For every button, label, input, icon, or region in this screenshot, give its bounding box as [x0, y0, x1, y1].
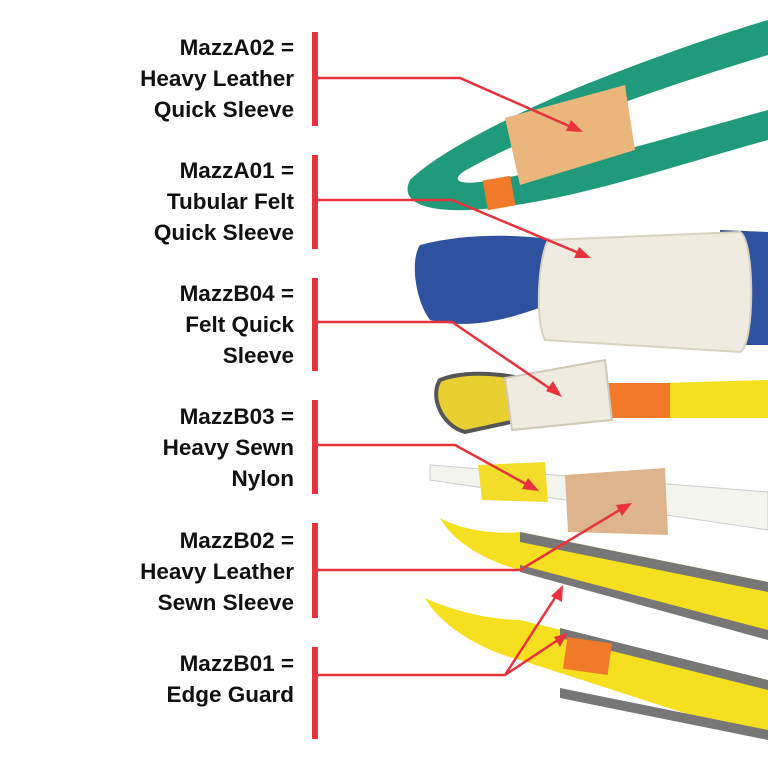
orange-tag — [482, 175, 516, 211]
leader-mazzb04 — [318, 320, 559, 396]
product-name-line1: Heavy Leather — [140, 66, 294, 91]
product-code: MazzA01 = — [179, 158, 294, 183]
product-name-line2: Nylon — [231, 466, 294, 491]
product-name-line1: Tubular Felt — [166, 189, 294, 214]
callout-leaders — [318, 76, 629, 677]
product-name-line1: Heavy Sewn — [162, 435, 294, 460]
callout-mazzb03: MazzB03 = Heavy Sewn Nylon — [163, 401, 294, 494]
yellow-eye-sling — [434, 371, 768, 435]
product-code: MazzB01 = — [179, 651, 294, 676]
product-name-line2: Sleeve — [222, 343, 294, 368]
product-code: MazzB04 = — [179, 281, 294, 306]
product-name-line1: Felt Quick — [185, 312, 294, 337]
callout-bars — [312, 32, 318, 739]
small-yellow-sleeve — [478, 462, 548, 502]
callout-mazzb02: MazzB02 = Heavy Leather Sewn Sleeve — [140, 525, 294, 618]
product-name-line1: Edge Guard — [166, 682, 294, 707]
leader-mazza02 — [318, 76, 579, 132]
product-code: MazzA02 = — [179, 35, 294, 60]
product-name-line2: Sewn Sleeve — [157, 590, 294, 615]
arrowheads — [522, 120, 632, 647]
leader-mazzb01 — [318, 589, 565, 677]
leader-mazza01 — [318, 198, 587, 258]
product-code: MazzB02 = — [179, 528, 294, 553]
callout-mazzb01: MazzB01 = Edge Guard — [166, 648, 294, 710]
product-code: MazzB03 = — [179, 404, 294, 429]
mazza02-leather-sleeve — [505, 85, 635, 185]
callout-mazza02: MazzA02 = Heavy Leather Quick Sleeve — [140, 32, 294, 125]
product-name-line2: Quick Sleeve — [153, 97, 294, 122]
leader-mazzb03 — [318, 443, 536, 491]
mazzb01-edge-guard-tag — [562, 637, 613, 676]
product-name-line2: Quick Sleeve — [153, 220, 294, 245]
mazzb04-felt-sleeve — [537, 230, 753, 354]
leader-mazzb02 — [318, 503, 629, 572]
mazzb02-leather-sewn-sleeve — [565, 468, 668, 535]
product-name-line1: Heavy Leather — [140, 559, 294, 584]
callout-mazza01: MazzA01 = Tubular Felt Quick Sleeve — [154, 155, 294, 248]
callout-mazzb04: MazzB04 = Felt Quick Sleeve — [180, 278, 294, 371]
